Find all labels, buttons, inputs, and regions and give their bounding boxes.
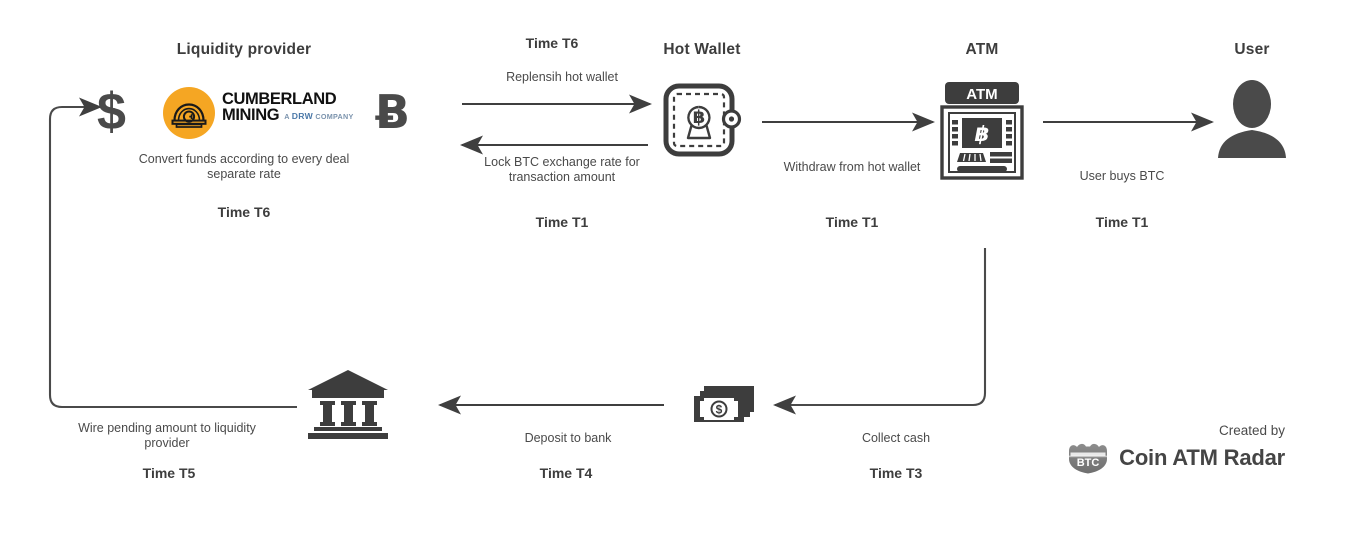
deposit-to-bank-time: Time T4 bbox=[539, 465, 593, 481]
lock-rate-label: Lock BTC exchange rate for transaction a… bbox=[484, 155, 640, 184]
hot-wallet-icon: ฿ bbox=[663, 83, 742, 157]
dollar-sign-icon: $ bbox=[97, 83, 126, 141]
lock-rate-time: Time T1 bbox=[535, 214, 589, 230]
atm-screen-label: ATM bbox=[966, 86, 997, 103]
wire-pending-label: Wire pending amount to liquidity provide… bbox=[78, 421, 256, 450]
btc-badge-text: BTC bbox=[1077, 457, 1100, 469]
collect-cash-label: Collect cash bbox=[861, 431, 931, 445]
tagline-company: COMPANY bbox=[315, 112, 354, 121]
node-title-liquidity-provider: Liquidity provider bbox=[176, 41, 312, 58]
cumberland-logo-mark-icon bbox=[163, 87, 215, 139]
withdraw-time: Time T1 bbox=[825, 214, 879, 230]
withdraw-label: Withdraw from hot wallet bbox=[783, 160, 921, 174]
svg-text:฿: ฿ bbox=[975, 122, 990, 146]
wire-pending-path bbox=[48, 97, 297, 409]
node-title-hot-wallet: Hot Wallet bbox=[663, 41, 741, 58]
cash-banknotes-icon: $ bbox=[694, 386, 754, 422]
bank-icon bbox=[308, 370, 388, 439]
watermark-created-by: Created by bbox=[1218, 423, 1285, 438]
replenish-time-top: Time T6 bbox=[525, 35, 579, 51]
svg-text:฿: ฿ bbox=[693, 107, 706, 128]
wire-pending-time: Time T5 bbox=[142, 465, 196, 481]
deposit-to-bank-label: Deposit to bank bbox=[524, 431, 612, 445]
watermark-brand: Coin ATM Radar bbox=[1119, 445, 1285, 470]
user-buys-label: User buys BTC bbox=[1079, 169, 1165, 183]
watermark: Created by BTC Coin ATM Radar bbox=[1020, 423, 1285, 474]
btc-shield-badge-icon: BTC bbox=[1069, 443, 1108, 474]
user-buys-time: Time T1 bbox=[1095, 214, 1149, 230]
liquidity-description: Convert funds according to every deal se… bbox=[138, 152, 350, 181]
collect-cash-time: Time T3 bbox=[869, 465, 923, 481]
cumberland-wordmark-line1: CUMBERLAND bbox=[222, 90, 337, 108]
node-title-atm: ATM bbox=[965, 41, 999, 58]
liquidity-time: Time T6 bbox=[217, 204, 271, 220]
cash-dollar-glyph: $ bbox=[716, 403, 723, 417]
cumberland-wordmark-line2: MINING bbox=[222, 106, 280, 124]
node-title-user: User bbox=[1234, 41, 1270, 58]
user-avatar-icon bbox=[1218, 80, 1286, 158]
atm-machine-icon: ATM ฿ bbox=[940, 82, 1024, 180]
replenish-label: Replensih hot wallet bbox=[506, 70, 618, 84]
collect-cash-path bbox=[772, 248, 987, 415]
tagline-a: A bbox=[284, 112, 290, 121]
cumberland-tagline: A DRW COMPANY bbox=[284, 111, 353, 123]
tagline-drw: DRW bbox=[291, 111, 314, 121]
cumberland-wordmark: CUMBERLAND MINING A DRW COMPANY bbox=[222, 90, 354, 124]
bitcoin-symbol-icon: Ƀ bbox=[375, 85, 411, 139]
